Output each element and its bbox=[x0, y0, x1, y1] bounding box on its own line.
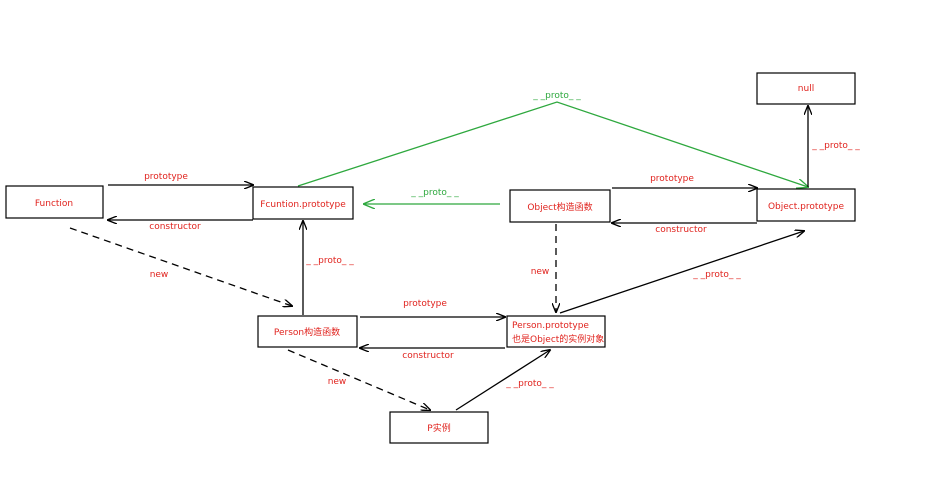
node-function: Function bbox=[5, 185, 104, 219]
label-new-person-p: new bbox=[328, 377, 347, 387]
edge-p-to-personproto bbox=[455, 350, 550, 411]
node-object-prototype: Object.prototype bbox=[756, 188, 856, 222]
label-constructor-function: constructor bbox=[149, 222, 201, 232]
node-function-label: Function bbox=[35, 199, 73, 209]
label-proto-objproto-null: _ _proto_ _ bbox=[811, 141, 860, 151]
node-object-ctor: Object构造函数 bbox=[509, 189, 611, 223]
label-prototype-object: prototype bbox=[650, 174, 694, 184]
label-constructor-person: constructor bbox=[402, 351, 454, 361]
label-proto-top: _ _proto_ _ bbox=[532, 91, 581, 101]
label-new-function-person: new bbox=[150, 270, 169, 280]
label-proto-object-fnproto: _ _proto_ _ bbox=[410, 188, 459, 198]
node-function-prototype: Fcuntion.prototype bbox=[252, 186, 354, 220]
node-p-instance-label: P实例 bbox=[427, 422, 450, 434]
edge-personproto-to-objproto bbox=[559, 231, 804, 314]
node-function-prototype-label: Fcuntion.prototype bbox=[260, 200, 346, 210]
node-person-prototype: Person.prototype 也是Object的实例对象 bbox=[506, 315, 606, 348]
node-object-ctor-label: Object构造函数 bbox=[527, 201, 592, 213]
label-constructor-object: constructor bbox=[655, 225, 707, 235]
label-new-object-personproto: new bbox=[531, 267, 550, 277]
node-null-label: null bbox=[798, 84, 814, 94]
edge-person-new-p bbox=[287, 349, 430, 410]
node-null: null bbox=[756, 72, 856, 105]
label-proto-p-personproto: _ _proto_ _ bbox=[505, 379, 554, 389]
node-person-prototype-label-1: Person.prototype bbox=[512, 321, 589, 331]
label-prototype-person: prototype bbox=[403, 299, 447, 309]
edge-fnproto-to-objproto bbox=[297, 101, 808, 187]
node-p-instance: P实例 bbox=[389, 411, 489, 444]
edge-fn-new-person bbox=[69, 227, 292, 306]
label-prototype-function: prototype bbox=[144, 172, 188, 182]
node-person-ctor-label: Person构造函数 bbox=[274, 326, 340, 338]
node-person-prototype-label-2: 也是Object的实例对象 bbox=[512, 333, 604, 345]
label-proto-personproto-objproto: _ _proto_ _ bbox=[692, 270, 741, 280]
node-person-ctor: Person构造函数 bbox=[257, 315, 358, 348]
node-object-prototype-label: Object.prototype bbox=[768, 202, 844, 212]
label-proto-person-fnproto: _ _proto_ _ bbox=[305, 256, 354, 266]
